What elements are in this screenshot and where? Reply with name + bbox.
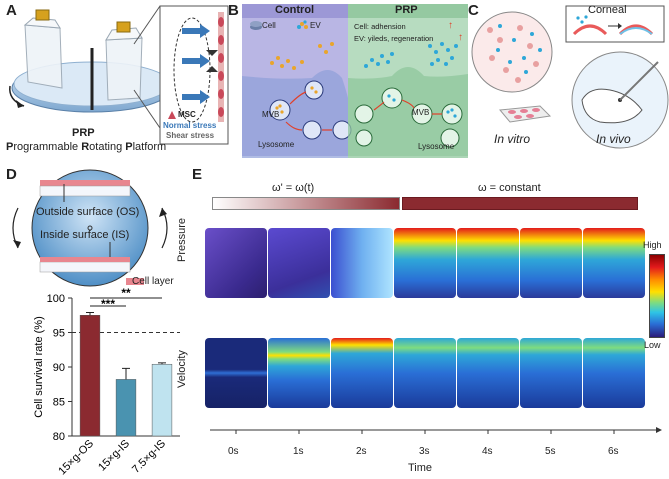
- pressure-jar-6s: [583, 228, 645, 298]
- time-tick-2s: 2s: [356, 446, 367, 457]
- time-tick-4s: 4s: [482, 446, 493, 457]
- pressure-jar-4s: [457, 228, 519, 298]
- inset-msc-label: MSC: [178, 110, 196, 119]
- velocity-jar-0s: [205, 338, 267, 408]
- velocity-jar-5s: [520, 338, 582, 408]
- velocity-jar-3s: [394, 338, 456, 408]
- x-tick-label-2: 7.5×g-IS: [130, 438, 168, 476]
- inset-shear-stress-label: Shear stress: [166, 131, 215, 140]
- time-tick-6s: 6s: [608, 446, 619, 457]
- rotating-platform-illustration: [9, 5, 229, 145]
- up-arrow-icon-2: ↑: [458, 32, 463, 43]
- corneal-label: Corneal: [588, 4, 627, 16]
- time-tick-3s: 3s: [419, 446, 430, 457]
- pressure-jar-0s: [205, 228, 267, 298]
- lysosome-label-control: Lysosome: [258, 140, 295, 149]
- panel-label-b: B: [228, 2, 239, 19]
- up-arrow-icon: ↑: [448, 20, 453, 31]
- y-tick-label: 80: [53, 431, 65, 443]
- velocity-jar-1s: [268, 338, 330, 408]
- legend-cell-label: Cell: [262, 21, 276, 30]
- pressure-jar-3s: [394, 228, 456, 298]
- velocity-jar-4s: [457, 338, 519, 408]
- omega-constant-label: ω = constant: [478, 182, 541, 194]
- significance-label-1: ***: [101, 297, 115, 311]
- pressure-jar-5s: [520, 228, 582, 298]
- velocity-row-label: Velocity: [176, 350, 188, 388]
- lysosome-label-prp: Lysosome: [418, 142, 455, 151]
- legend-high-label: High: [643, 240, 662, 250]
- time-tick-1s: 1s: [293, 446, 304, 457]
- in-vitro-label: In vitro: [494, 132, 531, 146]
- flask-right: [105, 21, 143, 101]
- cell-layer-legend-label: Cell layer: [132, 276, 174, 287]
- panel-label-e: E: [192, 166, 203, 183]
- flask-left: [23, 9, 63, 89]
- prp-header: PRP: [395, 4, 418, 16]
- ev-secretion-illustration: [242, 20, 468, 158]
- control-header: Control: [275, 4, 315, 16]
- mvb-label-prp: MVB: [412, 108, 430, 117]
- time-tick-0s: 0s: [228, 446, 239, 457]
- prp-full-name: Programmable Rotating Platform: [6, 141, 167, 153]
- y-axis-title: Cell survival rate (%): [33, 316, 45, 417]
- bar-0: [79, 315, 101, 437]
- y-tick-label: 95: [53, 328, 65, 340]
- prp-title: PRP: [72, 127, 95, 139]
- legend-low-label: Low: [644, 340, 661, 350]
- time-axis-title: Time: [408, 462, 433, 474]
- omega-varying-bar: [212, 197, 400, 210]
- omega-varying-label: ω' = ω(t): [272, 182, 315, 194]
- panel-label-a: A: [6, 2, 17, 19]
- pressure-row-label: Pressure: [176, 217, 188, 262]
- panel-label-d: D: [6, 166, 17, 183]
- panel-label-c: C: [468, 2, 479, 19]
- y-tick-label: 90: [53, 362, 65, 374]
- bar-1: [115, 379, 137, 437]
- time-axis: [210, 427, 662, 434]
- outside-surface-label: Outside surface (OS): [36, 206, 140, 218]
- rotor-cross-section: [12, 169, 168, 287]
- mvb-label-control: MVB: [262, 110, 280, 119]
- legend-ev-label: EV: [310, 21, 321, 30]
- x-tick-label-1: 15×g-IS: [96, 438, 132, 474]
- pressure-jar-1s: [268, 228, 330, 298]
- omega-constant-bar: [402, 197, 638, 210]
- time-tick-5s: 5s: [545, 446, 556, 457]
- y-tick-label: 100: [47, 293, 65, 305]
- bar-2: [151, 363, 173, 437]
- velocity-jar-6s: [583, 338, 645, 408]
- pressure-jar-2s: [331, 228, 393, 298]
- application-illustration: [471, 5, 669, 149]
- velocity-jar-2s: [331, 338, 393, 408]
- y-tick-label: 85: [53, 397, 65, 409]
- inside-surface-label: Inside surface (IS): [40, 229, 130, 241]
- inset-normal-stress-label: Normal stress: [163, 121, 217, 130]
- x-tick-label-0: 15×g-OS: [56, 438, 96, 478]
- note-adhesion: Cell: adhension: [354, 22, 406, 31]
- color-scale-legend: [649, 254, 665, 338]
- significance-label-2: **: [121, 286, 131, 300]
- note-ev: EV: yileds, regeneration: [354, 34, 434, 43]
- in-vivo-label: In vivo: [596, 132, 631, 146]
